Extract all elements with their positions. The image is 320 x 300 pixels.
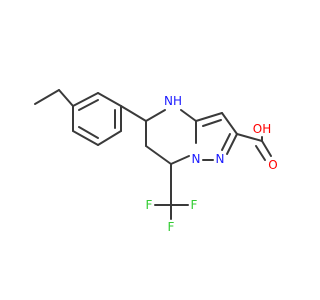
bond-c2-n2-inner (221, 133, 231, 151)
bond-phenyl-5 (72, 130, 99, 146)
molecule-canvas: NH N N OH O F F F (34, 89, 278, 234)
bond-c7-c6 (145, 145, 172, 165)
bond-phenyl-to-c5 (120, 105, 147, 122)
bond-phenyl-4 (97, 130, 122, 146)
o-label: O (268, 158, 277, 172)
bond-carboxyl-o-inner (255, 145, 266, 161)
bond-phenyl-5-inner (78, 126, 99, 139)
n-upper-label: N (192, 152, 201, 166)
f-mid-label: F (168, 220, 175, 234)
bond-c3-c2 (221, 112, 238, 135)
bond-nh-c3a (180, 109, 197, 122)
bond-c5-nh (145, 109, 166, 122)
bond-n1-c7 (170, 155, 190, 165)
bond-c3a-c3-inner (202, 119, 222, 127)
f-left-label: F (146, 198, 153, 212)
bond-methyl (34, 89, 60, 105)
structure-diagram: NH N N OH O F F F (34, 89, 278, 234)
bond-phenyl-2 (97, 92, 122, 107)
oh-label: OH (253, 122, 271, 136)
bond-c2-carboxyl (236, 133, 263, 142)
atom-labels: NH N N OH O F F F (146, 94, 278, 234)
bond-c2-n2 (226, 133, 238, 155)
f-right-label: F (191, 198, 198, 212)
bond-ethyl-to-ring (58, 89, 74, 107)
nh-label: NH (164, 94, 182, 108)
bond-carboxyl-o (261, 140, 272, 157)
bond-lines (34, 89, 272, 220)
bond-phenyl-1-inner (78, 99, 99, 111)
n-lower-label: N (216, 152, 225, 166)
bond-phenyl-1 (72, 92, 99, 107)
bond-c3a-c3 (195, 112, 223, 122)
